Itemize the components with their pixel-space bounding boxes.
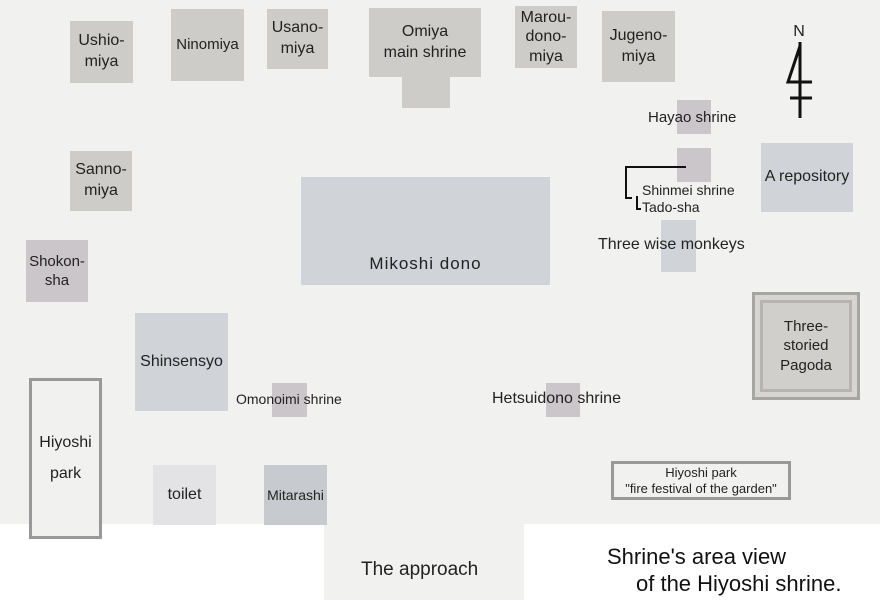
sannomiya-label: Sanno- miya (75, 161, 127, 199)
mitarashi-label: Mitarashi (267, 486, 324, 503)
mikoshi-dono-label: Mikoshi dono (369, 253, 482, 273)
omonoimi-shrine-label: Omonoimi shrine (236, 391, 342, 407)
hayao-shrine-label: Hayao shrine (648, 109, 737, 126)
fire-festival-sign: Hiyoshi park "fire festival of the garde… (611, 461, 791, 500)
omiya-main-shrine-label: Omiya main shrine (383, 22, 467, 61)
maroudonomiya-label: Marou- dono- miya (520, 9, 572, 65)
shokonsha-building: Shokon- sha (26, 240, 88, 302)
three-storied-pagoda-building: Three-storied Pagoda (760, 300, 852, 392)
shinsensyo-building: Shinsensyo (135, 313, 228, 411)
three-wise-monkeys-label: Three wise monkeys (598, 236, 745, 253)
shinmei-shrine-label: Shinmei shrine (642, 182, 735, 198)
three-storied-pagoda-label: Three-storied Pagoda (780, 317, 832, 374)
hiyoshi-park-area: Hiyoshi park (29, 378, 102, 539)
hetsuidono-shrine-label: Hetsuidono shrine (492, 390, 621, 407)
shokonsha-label: Shokon- sha (29, 252, 85, 290)
three-storied-pagoda-outer: Three-storied Pagoda (752, 292, 860, 400)
mikoshi-dono-building: Mikoshi dono (301, 177, 550, 285)
sannomiya-building: Sanno- miya (70, 151, 132, 211)
shinmei-leader-line (625, 166, 686, 210)
omiya-main-shrine-building: Omiya main shrine (369, 8, 481, 77)
approach-path (324, 520, 524, 600)
usanomiya-label: Usano- miya (271, 19, 324, 57)
map-title-line1: Shrine's area view (607, 544, 787, 569)
hetsuidono-shrine-building (546, 383, 580, 417)
approach-label: The approach (361, 559, 479, 580)
map-title-line2: of the Hiyoshi shrine. (636, 571, 842, 596)
north-arrow-icon: N (785, 23, 812, 118)
jugenomiya-building: Jugeno- miya (602, 11, 675, 82)
tado-sha-label: Tado-sha (642, 199, 700, 215)
ninomiya-label: Ninomiya (176, 36, 239, 54)
mitarashi-building: Mitarashi (264, 465, 327, 525)
fire-festival-label: Hiyoshi park "fire festival of the garde… (625, 464, 777, 496)
shinsensyo-label: Shinsensyo (140, 352, 223, 370)
shinmei-shrine-building (677, 148, 711, 182)
omonoimi-shrine-building (272, 383, 307, 417)
hayao-shrine-building (677, 100, 711, 134)
repository-label: A repository (764, 168, 850, 186)
hiyoshi-park-label: Hiyoshi park (39, 434, 92, 482)
maroudonomiya-building: Marou- dono- miya (515, 6, 577, 68)
toilet-label: toilet (167, 485, 202, 503)
three-wise-monkeys-building (661, 220, 696, 272)
ushiomiya-building: Ushio- miya (70, 21, 133, 83)
north-label: N (793, 23, 805, 40)
ninomiya-building: Ninomiya (171, 9, 244, 81)
jugenomiya-label: Jugeno- miya (609, 26, 668, 65)
toilet-building: toilet (153, 465, 216, 525)
usanomiya-building: Usano- miya (267, 9, 328, 69)
repository-building: A repository (761, 143, 853, 212)
ushiomiya-label: Ushio- miya (78, 32, 125, 70)
